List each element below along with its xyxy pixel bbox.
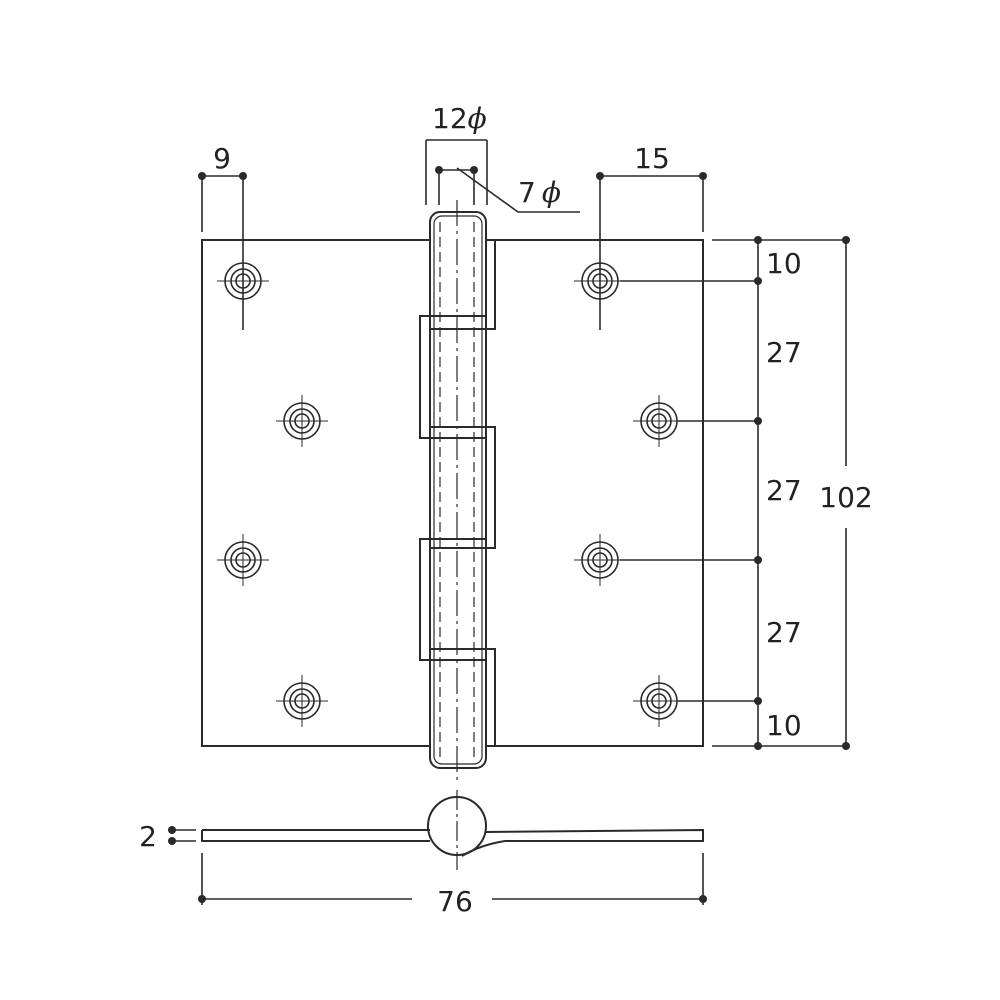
dimension-lines: [170, 139, 847, 905]
knuckle-joints: [419, 239, 496, 747]
label-pitch-1: 27: [766, 336, 802, 369]
pin-outer-diameter-value: 12: [432, 102, 468, 135]
left-leaf-outline: [201, 239, 430, 747]
label-overall-width: 76: [437, 885, 473, 918]
hinge-barrel: [429, 211, 487, 769]
label-top-margin: 10: [766, 247, 802, 280]
side-view: [201, 790, 704, 870]
hinge-barrel-inner: [433, 215, 483, 765]
label-edge-to-hole-right: 15: [634, 142, 670, 175]
screw-hole: [276, 395, 328, 447]
diameter-symbol: ϕ: [542, 176, 561, 209]
pin-hidden-lines: [439, 200, 475, 782]
screw-hole: [574, 534, 626, 586]
pin-inner-diameter-value: 7: [518, 176, 536, 209]
screw-hole: [217, 534, 269, 586]
label-pitch-3: 27: [766, 616, 802, 649]
label-overall-height: 102: [819, 481, 872, 514]
label-bottom-margin: 10: [766, 709, 802, 742]
dimension-dots: [168, 166, 850, 903]
label-pin-outer-diameter: 12ϕ: [432, 102, 487, 135]
screw-hole: [633, 395, 685, 447]
label-thickness: 2: [139, 820, 157, 853]
label-pitch-2: 27: [766, 474, 802, 507]
label-edge-to-hole-left: 9: [213, 142, 231, 175]
screw-hole: [633, 675, 685, 727]
screw-holes: [217, 255, 685, 727]
screw-hole: [276, 675, 328, 727]
diameter-symbol: ϕ: [468, 102, 487, 135]
right-leaf-outline: [486, 239, 704, 747]
